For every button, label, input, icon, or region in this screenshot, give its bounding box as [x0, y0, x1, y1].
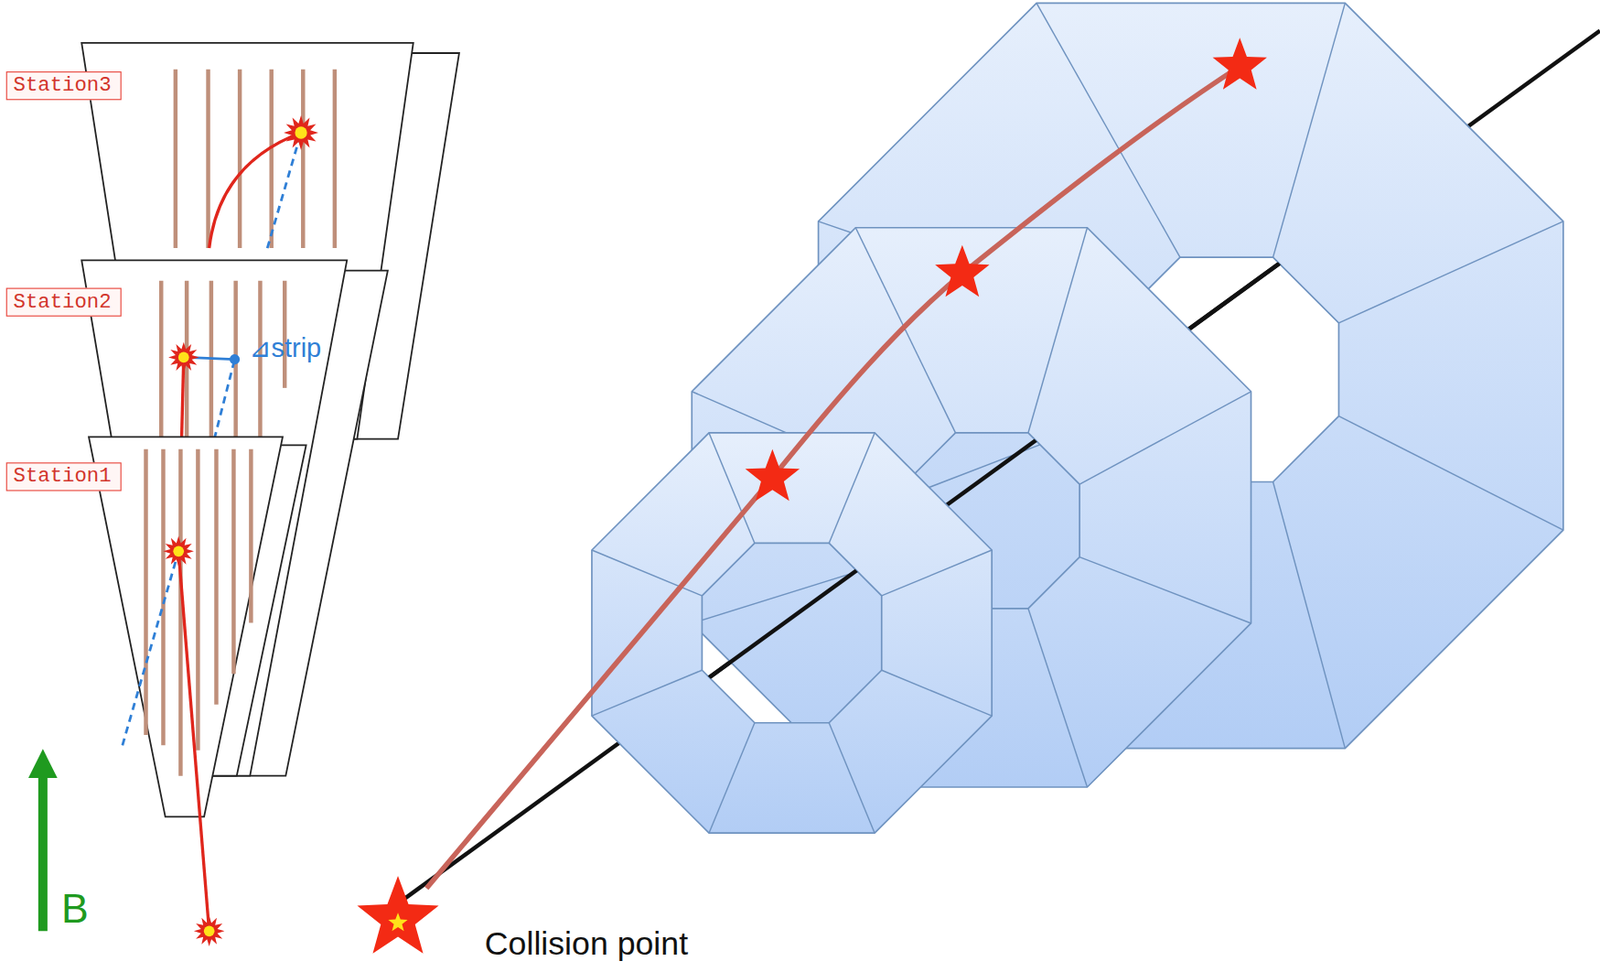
- readout-strip: [159, 280, 163, 440]
- station-label: Station1: [6, 461, 122, 491]
- sector-line: [1028, 608, 1088, 787]
- hit-center: [178, 352, 190, 364]
- readout-strip: [209, 280, 214, 440]
- muon-track: [178, 550, 209, 931]
- sector-line: [855, 227, 956, 433]
- straight-extrapolation: [214, 359, 235, 440]
- star-marker: [745, 449, 800, 501]
- sector-line: [1273, 481, 1346, 748]
- sector-line: [1036, 2, 1181, 258]
- readout-strip: [300, 69, 305, 248]
- extrapolated-point: [229, 354, 240, 365]
- readout-strip: [231, 449, 236, 674]
- octagon-station: [591, 432, 992, 833]
- readout-strip: [173, 69, 178, 248]
- straight-extrapolation: [267, 132, 301, 248]
- sector-line: [881, 549, 992, 596]
- readout-strip: [237, 69, 242, 248]
- station-name: Station1: [13, 464, 115, 490]
- muon-track: [426, 66, 1240, 889]
- hit-burst: [283, 115, 319, 151]
- sector-line: [1338, 221, 1563, 323]
- sector-line: [1028, 227, 1088, 433]
- sector-line: [708, 722, 755, 833]
- sector-line: [591, 549, 702, 596]
- sector-line: [1273, 2, 1346, 258]
- station-label: Station3: [6, 71, 122, 100]
- sector-line: [828, 432, 875, 543]
- star-marker: [356, 875, 439, 954]
- straight-extrapolation: [122, 550, 179, 745]
- readout-strip: [195, 449, 200, 751]
- sector-line: [1338, 416, 1563, 531]
- readout-strip: [205, 69, 210, 248]
- beam-axis: [397, 30, 1600, 903]
- station-name: Station2: [13, 289, 115, 315]
- beam-axis: [397, 30, 1600, 903]
- star-marker: [934, 245, 989, 297]
- readout-strip: [332, 69, 337, 248]
- readout-strip: [214, 449, 218, 705]
- sector-line: [1079, 391, 1251, 484]
- sector-line: [828, 722, 875, 833]
- star-marker: [387, 912, 408, 931]
- hit-burst: [162, 536, 194, 567]
- sector-line: [1079, 557, 1251, 623]
- delta-strip-label: ⊿strip: [248, 332, 322, 366]
- hit-center: [294, 126, 307, 139]
- collision-point-label: Collision point: [484, 924, 688, 963]
- star-marker: [1213, 37, 1268, 89]
- readout-strip: [248, 449, 253, 623]
- hit-burst: [168, 342, 199, 373]
- muon-track: [209, 132, 301, 248]
- hit-center: [204, 924, 215, 936]
- readout-strip: [268, 69, 273, 248]
- sector-line: [881, 669, 992, 716]
- beam-axis: [397, 30, 1600, 903]
- hit-center: [172, 545, 184, 557]
- station-label: Station2: [6, 288, 122, 317]
- readout-strip: [143, 449, 148, 735]
- magnetic-field-arrow: [38, 762, 48, 931]
- station-name: Station3: [13, 73, 115, 98]
- field-label: B: [61, 885, 89, 932]
- hit-burst: [193, 915, 225, 946]
- sector-line: [591, 669, 702, 716]
